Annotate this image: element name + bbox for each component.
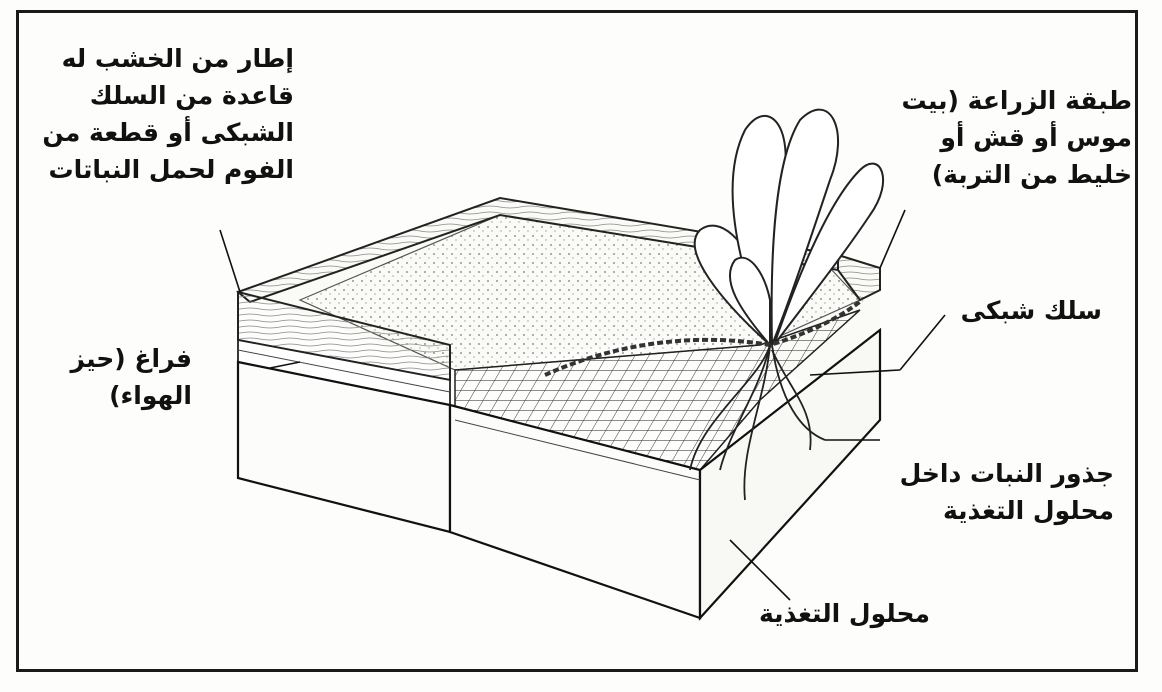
diagram-border — [16, 10, 1138, 672]
label-frame-base-line: الشبكى أو قطعة من — [42, 118, 294, 147]
label-growing-layer-line: طبقة الزراعة (بيت — [901, 86, 1132, 115]
label-air-gap: فراغ (حيز الهواء) — [71, 340, 192, 414]
label-roots-line: جذور النبات داخل — [899, 459, 1114, 488]
label-frame-base: إطار من الخشب له قاعدة من السلك الشبكى أ… — [42, 40, 294, 188]
label-wire-mesh-line: سلك شبكى — [960, 296, 1102, 325]
label-nutrient-solution: محلول التغذية — [759, 595, 930, 632]
tank-front — [236, 327, 882, 621]
label-growing-layer: طبقة الزراعة (بيت موس أو قش أو خليط من ا… — [901, 82, 1132, 193]
label-nutrient-solution-line: محلول التغذية — [758, 599, 930, 628]
label-frame-base-line: الفوم لحمل النباتات — [48, 155, 294, 184]
leader-lines — [219, 209, 946, 601]
label-roots-line: محلول التغذية — [942, 496, 1114, 525]
root-crown — [544, 298, 864, 377]
label-air-gap-line: فراغ (حيز — [70, 344, 192, 373]
label-growing-layer-line: موس أو قش أو — [940, 123, 1132, 152]
label-wire-mesh: سلك شبكى — [961, 292, 1102, 329]
label-air-gap-line: الهواء) — [109, 381, 192, 410]
plant-roots — [689, 344, 826, 501]
label-growing-layer-line: خليط من التربة) — [931, 160, 1132, 189]
label-roots: جذور النبات داخل محلول التغذية — [900, 455, 1114, 529]
label-frame-base-line: إطار من الخشب له — [61, 44, 294, 73]
label-frame-base-line: قاعدة من السلك — [89, 81, 294, 110]
plant-leaves — [693, 108, 885, 349]
